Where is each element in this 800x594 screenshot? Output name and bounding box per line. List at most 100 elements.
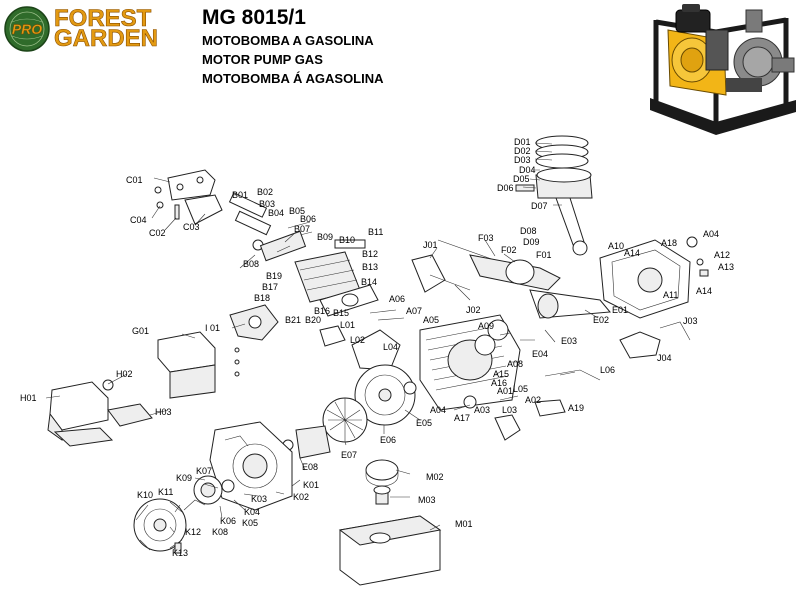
subtitle-english: MOTOR PUMP GAS [202, 52, 323, 67]
part-label-A14-bolt: A14 [696, 286, 713, 296]
part-label-B09: B09 [317, 232, 334, 242]
pump-product-image [650, 4, 796, 135]
part-label-B07: B07 [294, 224, 311, 234]
part-label-K13: K13 [172, 548, 189, 558]
part-label-B05: B05 [289, 206, 306, 216]
part-label-K08: K08 [212, 527, 229, 537]
part-label-K04: K04 [244, 507, 261, 517]
part-label-B02: B02 [257, 187, 274, 197]
part-label-K02: K02 [293, 492, 310, 502]
part-label-F02: F02 [501, 245, 517, 255]
part-label-L03: L03 [502, 405, 518, 415]
part-label-A07: A07 [406, 306, 423, 316]
part-label-E01: E01 [612, 305, 629, 315]
part-label-A01: A01 [497, 386, 514, 396]
part-label-E06: E06 [380, 435, 397, 445]
part-label-A04-cover: A04 [703, 229, 720, 239]
part-label-M02: M02 [426, 472, 444, 482]
part-label-D01: D01 [514, 137, 531, 147]
part-label-L02: L02 [350, 335, 366, 345]
part-label-D09: D09 [523, 237, 540, 247]
part-label-B06: B06 [300, 214, 317, 224]
part-label-B13: B13 [362, 262, 379, 272]
part-label-F01: F01 [536, 250, 552, 260]
part-label-H01: H01 [20, 393, 37, 403]
part-label-K10: K10 [137, 490, 154, 500]
part-label-A02: A02 [525, 395, 542, 405]
part-label-I01: I 01 [205, 323, 221, 333]
part-label-K06: K06 [220, 516, 237, 526]
brand-name-line2: GARDEN [54, 25, 159, 52]
part-label-C01: C01 [126, 175, 143, 185]
part-label-A04: A04 [430, 405, 447, 415]
part-label-A11: A11 [663, 290, 679, 300]
part-label-D02: D02 [514, 146, 531, 156]
pro-badge-logo: PRO [4, 6, 50, 52]
part-label-A13: A13 [718, 262, 735, 272]
part-label-A05: A05 [423, 315, 440, 325]
part-label-A09: A09 [478, 321, 495, 331]
part-label-B19: B19 [266, 271, 283, 281]
part-label-A08: A08 [507, 359, 524, 369]
part-label-J03: J03 [683, 316, 698, 326]
part-label-K11: K11 [158, 487, 174, 497]
part-label-K01: K01 [303, 480, 320, 490]
part-label-B16: B16 [314, 306, 331, 316]
model-number: MG 8015/1 [202, 6, 306, 29]
part-label-E02: E02 [593, 315, 610, 325]
part-label-A19: A19 [568, 403, 585, 413]
part-label-K05: K05 [242, 518, 259, 528]
part-label-B04: B04 [268, 208, 285, 218]
part-label-B17: B17 [262, 282, 279, 292]
part-label-B08: B08 [243, 259, 260, 269]
part-label-C03: C03 [183, 222, 200, 232]
part-label-D08: D08 [520, 226, 537, 236]
brand-badge-text: PRO [12, 21, 42, 37]
part-label-A18: A18 [661, 238, 678, 248]
part-label-A12: A12 [714, 250, 731, 260]
part-label-L04: L04 [383, 342, 399, 352]
part-label-A17: A17 [454, 413, 471, 423]
part-label-C04: C04 [130, 215, 147, 225]
part-label-K07: K07 [196, 466, 213, 476]
part-label-E04: E04 [532, 349, 549, 359]
part-label-E07: E07 [341, 450, 358, 460]
part-label-K12: K12 [185, 527, 202, 537]
part-label-J01: J01 [423, 240, 438, 250]
part-label-E05: E05 [416, 418, 433, 428]
part-label-B01: B01 [232, 190, 249, 200]
subtitle-spanish: MOTOBOMBA Á AGASOLINA [202, 71, 384, 86]
part-label-J04: J04 [657, 353, 672, 363]
part-label-M01: M01 [455, 519, 473, 529]
part-label-B12: B12 [362, 249, 379, 259]
part-label-G01: G01 [132, 326, 150, 336]
part-label-B18: B18 [254, 293, 271, 303]
part-label-D07: D07 [531, 201, 548, 211]
part-label-H02: H02 [116, 369, 133, 379]
part-label-F03: F03 [478, 233, 494, 243]
part-label-B11: B11 [368, 227, 384, 237]
part-label-L06: L06 [600, 365, 616, 375]
part-label-A03: A03 [474, 405, 491, 415]
part-label-H03: H03 [155, 407, 172, 417]
part-label-L05: L05 [513, 384, 529, 394]
part-label-E08: E08 [302, 462, 319, 472]
part-label-A15: A15 [493, 369, 510, 379]
part-label-D05: D05 [513, 174, 530, 184]
part-label-A14: A14 [624, 248, 641, 258]
part-label-K09: K09 [176, 473, 193, 483]
part-label-J02: J02 [466, 305, 481, 315]
part-label-A06: A06 [389, 294, 406, 304]
part-label-K03: K03 [251, 494, 268, 504]
part-label-B10: B10 [339, 235, 356, 245]
part-label-D03: D03 [514, 155, 531, 165]
part-label-B03: B03 [259, 199, 276, 209]
subtitle-portuguese: MOTOBOMBA A GASOLINA [202, 33, 374, 48]
part-label-D04: D04 [519, 165, 536, 175]
part-label-B14: B14 [361, 277, 378, 287]
part-label-D06: D06 [497, 183, 514, 193]
part-label-B15: B15 [333, 308, 350, 318]
part-label-B21: B21 [285, 315, 302, 325]
part-label-E03: E03 [561, 336, 578, 346]
